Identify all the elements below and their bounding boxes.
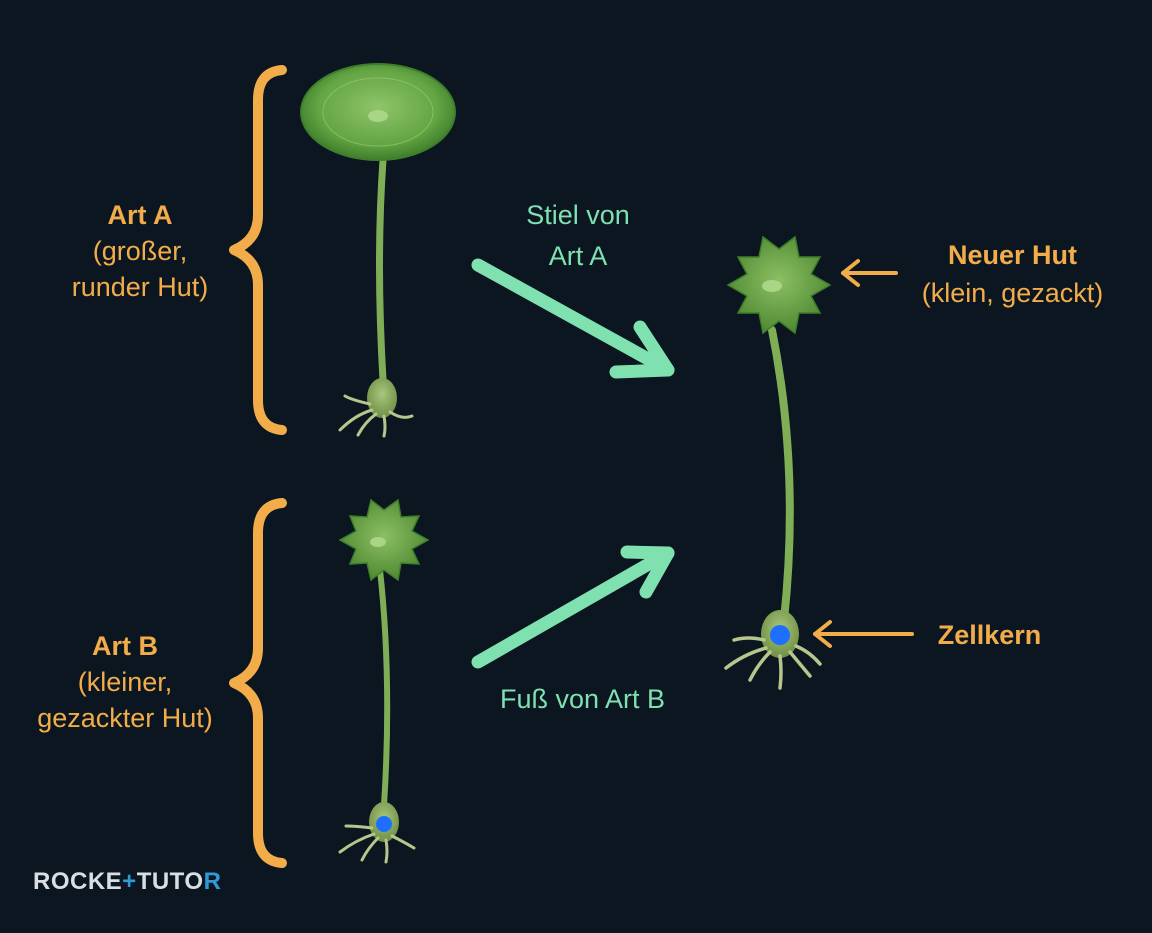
rhizoids-grafted [724,636,822,690]
pointer-new-cap [841,259,898,287]
stalk-species-a [376,156,387,384]
logo-part-2: TUTO [136,868,204,895]
label-species-a: Art A (großer, runder Hut) [50,197,230,305]
new-cap-title: Neuer Hut [947,240,1077,270]
stalk-species-b [377,567,391,808]
logo-plus: + [122,868,137,895]
brace-species-b [229,498,287,868]
species-a-desc-2: runder Hut) [71,272,209,302]
label-new-cap: Neuer Hut (klein, gezackt) [900,236,1125,312]
label-nucleus: Zellkern [922,617,1057,653]
nucleus-grafted [770,625,790,645]
nucleus-title: Zellkern [937,620,1042,650]
pointer-nucleus [813,620,914,648]
species-b-desc-2: gezackter Hut) [37,703,213,733]
stalk-grafted [768,326,794,624]
rhizoids-b [338,824,416,864]
species-b-desc-1: (kleiner, [77,667,173,697]
species-b-title: Art B [92,631,158,661]
arrow-foot-to-graft [471,545,675,669]
brand-logo: ROCKE+TUTOR [33,868,221,896]
arrow-top-line-1: Stiel von [526,200,630,230]
algae-species-a [300,63,456,438]
label-arrow-bottom: Fuß von Art B [460,681,705,717]
species-a-title: Art A [107,200,173,230]
label-species-b: Art B (kleiner, gezackter Hut) [20,628,230,736]
logo-part-1: ROCKE [33,868,123,895]
foot-bulb-a [367,378,397,418]
species-a-desc-1: (großer, [92,236,188,266]
arrow-top-line-2: Art A [548,241,608,271]
brace-species-a [229,65,287,435]
logo-end: R [203,868,222,895]
arrow-bottom-text: Fuß von Art B [499,684,666,714]
algae-grafted-result [724,235,832,690]
arrow-stalk-to-graft [471,258,675,379]
rhizoids-a [338,394,414,438]
label-arrow-top: Stiel von Art A [478,195,678,277]
nucleus-b [376,816,392,832]
algae-species-b [338,498,430,864]
new-cap-desc: (klein, gezackt) [921,278,1104,308]
